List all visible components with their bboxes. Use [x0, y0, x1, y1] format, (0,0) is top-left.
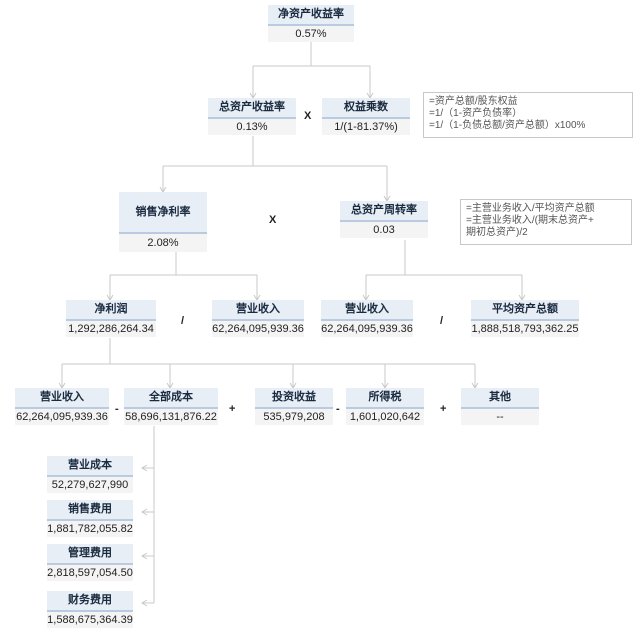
node-roa: 总资产收益率 0.13% — [208, 98, 296, 135]
node-net-margin: 销售净利率 2.08% — [119, 192, 207, 252]
node-income-tax: 所得税 1,601,020,642 — [346, 388, 424, 425]
operating-cost-label: 营业成本 — [47, 456, 133, 477]
node-asset-turnover: 总资产周转率 0.03 — [340, 201, 428, 238]
minus-operator: - — [336, 403, 340, 415]
times-operator: X — [304, 110, 312, 122]
net-profit-value: 1,292,286,264.34 — [66, 321, 156, 337]
node-total-cost: 全部成本 58,696,131,876.22 — [124, 388, 218, 425]
asset-turnover-value: 0.03 — [340, 222, 428, 238]
node-equity-multiplier: 权益乘数 1/(1-81.37%) — [322, 98, 410, 135]
times-operator: X — [269, 214, 277, 226]
connector-asset-turnover — [365, 240, 523, 300]
node-operating-cost: 营业成本 52,279,627,990 — [47, 456, 133, 493]
node-revenue-a: 营业收入 62,264,095,939.36 — [212, 300, 304, 337]
total-cost-label: 全部成本 — [124, 388, 218, 409]
formula-line: =1/（1-负债总额/资产总额）x100% — [429, 120, 586, 131]
revenue-b-value: 62,264,095,939.36 — [321, 321, 413, 337]
roa-label: 总资产收益率 — [208, 98, 296, 119]
finance-expense-label: 财务费用 — [47, 591, 133, 612]
revenue-c-label: 营业收入 — [15, 388, 109, 409]
divide-operator: / — [440, 315, 444, 327]
plus-operator: + — [229, 403, 236, 415]
income-tax-label: 所得税 — [346, 388, 424, 409]
connector-net-margin — [109, 251, 258, 300]
node-revenue-b: 营业收入 62,264,095,939.36 — [321, 300, 413, 337]
formula-line: 期初总资产)/2 — [466, 227, 528, 238]
connector-roa — [162, 136, 388, 201]
revenue-a-value: 62,264,095,939.36 — [212, 321, 304, 337]
roa-value: 0.13% — [208, 119, 296, 135]
roe-value: 0.57% — [268, 26, 354, 42]
node-investment-income: 投资收益 535,979,208 — [255, 388, 333, 425]
equity-multiplier-formula-note: =资产总额/股东权益 =1/（1-资产负债率） =1/（1-负债总额/资产总额）… — [423, 92, 633, 138]
formula-line: =资产总额/股东权益 — [429, 96, 518, 107]
revenue-a-label: 营业收入 — [212, 300, 304, 321]
revenue-b-label: 营业收入 — [321, 300, 413, 321]
minus-operator: - — [115, 403, 119, 415]
node-admin-expense: 管理费用 2,818,597,054.50 — [47, 544, 133, 581]
operating-cost-value: 52,279,627,990 — [47, 477, 133, 493]
income-tax-value: 1,601,020,642 — [346, 409, 424, 425]
connector-total-cost — [142, 426, 155, 604]
investment-income-label: 投资收益 — [255, 388, 333, 409]
net-profit-label: 净利润 — [66, 300, 156, 321]
total-cost-value: 58,696,131,876.22 — [124, 409, 218, 425]
formula-line: =1/（1-资产负债率） — [429, 108, 523, 119]
asset-turnover-label: 总资产周转率 — [340, 201, 428, 222]
selling-expense-value: 1,881,782,055.82 — [47, 521, 133, 537]
asset-turnover-formula-note: =主营业务收入/平均资产总额 =主营业务收入/(期末总资产+ 期初总资产)/2 — [460, 199, 632, 245]
finance-expense-value: 1,588,675,364.39 — [47, 612, 133, 628]
node-net-profit: 净利润 1,292,286,264.34 — [66, 300, 156, 337]
investment-income-value: 535,979,208 — [255, 409, 333, 425]
node-roe: 净资产收益率 0.57% — [268, 5, 354, 42]
avg-total-assets-label: 平均资产总额 — [471, 300, 579, 321]
connector-roe — [252, 42, 371, 98]
other-value: -- — [461, 409, 539, 425]
net-margin-label: 销售净利率 — [119, 192, 207, 234]
divide-operator: / — [181, 315, 185, 327]
roe-label: 净资产收益率 — [268, 5, 354, 26]
connector-net-profit — [61, 338, 476, 388]
formula-line: =主营业务收入/平均资产总额 — [466, 203, 595, 214]
formula-line: =主营业务收入/(期末总资产+ — [466, 215, 594, 226]
node-other: 其他 -- — [461, 388, 539, 425]
equity-multiplier-label: 权益乘数 — [322, 98, 410, 119]
plus-operator: + — [440, 403, 447, 415]
selling-expense-label: 销售费用 — [47, 500, 133, 521]
admin-expense-label: 管理费用 — [47, 544, 133, 565]
admin-expense-value: 2,818,597,054.50 — [47, 565, 133, 581]
node-finance-expense: 财务费用 1,588,675,364.39 — [47, 591, 133, 628]
node-avg-total-assets: 平均资产总额 1,888,518,793,362.25 — [471, 300, 579, 337]
other-label: 其他 — [461, 388, 539, 409]
revenue-c-value: 62,264,095,939.36 — [15, 409, 109, 425]
equity-multiplier-value: 1/(1-81.37%) — [322, 119, 410, 135]
node-revenue-c: 营业收入 62,264,095,939.36 — [15, 388, 109, 425]
net-margin-value: 2.08% — [119, 234, 207, 252]
node-selling-expense: 销售费用 1,881,782,055.82 — [47, 500, 133, 537]
avg-total-assets-value: 1,888,518,793,362.25 — [471, 321, 579, 337]
